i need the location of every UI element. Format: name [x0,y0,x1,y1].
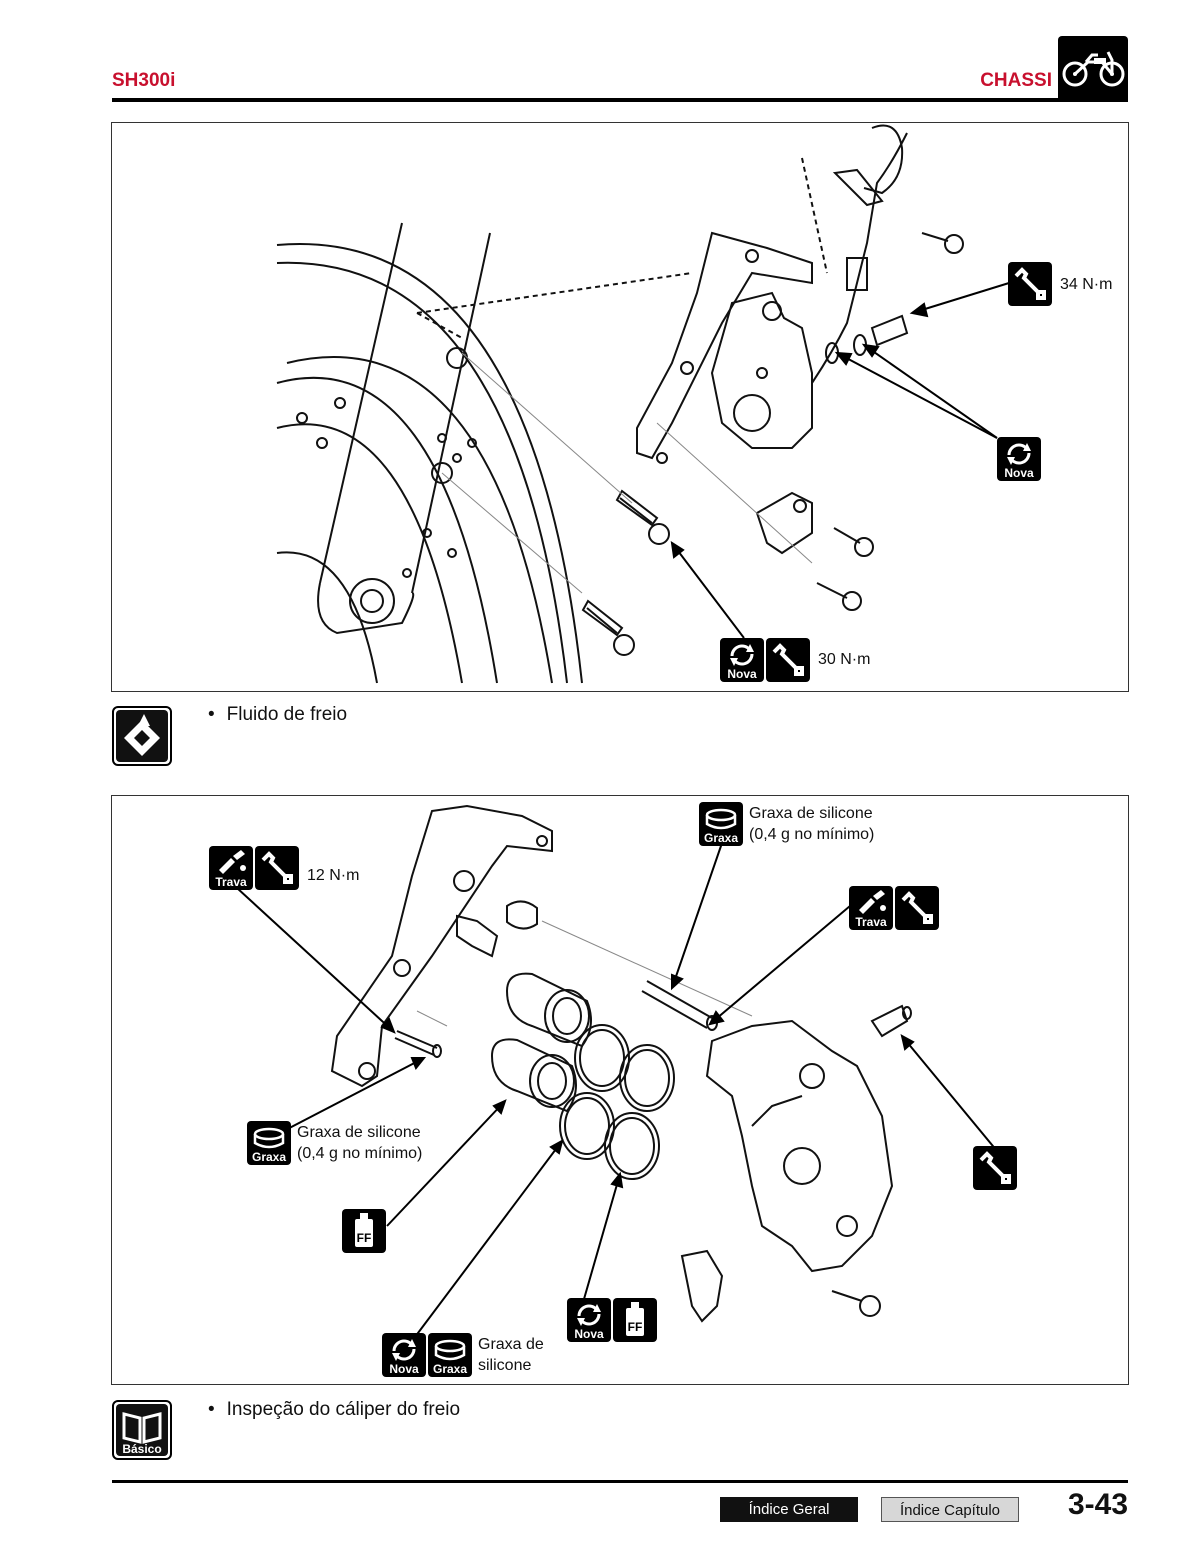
replace-new-part-icon: Nova [720,638,764,682]
replace-new-part-icon: Nova [567,1298,611,1342]
brake-fluid-note-text: Fluido de freio [226,704,348,725]
section-title: CHASSI [980,70,1052,91]
torque-value-mounting-bolts: 30 N·m [818,651,871,668]
brake-fluid-note: •Fluido de freio [208,704,348,725]
new-part-label: Nova [389,1362,419,1376]
grease-note-top-line1: Graxa de silicone [749,805,873,822]
replace-new-part-icon: Nova [997,437,1041,481]
grease-note-left-line2: (0,4 g no mínimo) [297,1145,423,1162]
grease-label: Graxa [703,831,739,845]
new-part-label: Nova [1004,466,1034,480]
caliper-inspection-note-text: Inspeção do cáliper do freio [226,1399,461,1420]
thread-lock-symbol-icon: Trava [849,886,893,930]
grease-label: Graxa [251,1150,287,1164]
replace-new-part-icon: Nova [382,1333,426,1377]
grease-note-top-line2: (0,4 g no mínimo) [749,826,875,843]
grease-note-bottom-line1: Graxa de [478,1336,544,1353]
manual-model-title: SH300i [112,70,176,91]
motorcycle-section-icon [1058,36,1128,102]
basic-label: Básico [122,1442,162,1456]
brake-caliper-removal-figure: 34 N·m Nova Nova 30 N·m [111,122,1129,692]
brake-fluid-symbol-icon [112,706,172,766]
grease-symbol-icon: Graxa [247,1121,291,1165]
torque-value-bleeder: 34 N·m [1060,276,1113,293]
thread-lock-symbol-icon: Trava [209,846,253,890]
new-part-label: Nova [727,667,757,681]
brake-caliper-disassembly-figure: Graxa Graxa de silicone (0,4 g no mínimo… [111,795,1129,1385]
torque-wrench-icon [895,886,939,930]
torque-value-bracket-pin: 12 N·m [307,867,360,884]
grease-label: Graxa [432,1362,468,1376]
general-index-button[interactable]: Índice Geral [720,1497,858,1522]
torque-wrench-icon [1008,262,1052,306]
torque-wrench-icon [766,638,810,682]
brake-fluid-label: FF [356,1231,372,1245]
caliper-installation-illustration [276,124,1010,684]
thread-lock-label: Trava [855,915,887,929]
header-rule [112,98,1128,102]
thread-lock-label: Trava [215,875,247,889]
chapter-index-button[interactable]: Índice Capítulo [881,1497,1019,1522]
basic-procedure-book-icon: Básico [112,1400,172,1460]
grease-symbol-icon: Graxa [699,802,743,846]
caliper-inspection-note: •Inspeção do cáliper do freio [208,1399,461,1420]
torque-wrench-icon [255,846,299,890]
new-part-label: Nova [574,1327,604,1341]
grease-note-bottom-line2: silicone [478,1357,532,1374]
grease-note-left-line1: Graxa de silicone [297,1124,421,1141]
caliper-exploded-illustration [236,804,998,1342]
page-number: 3-43 [1067,1488,1128,1521]
grease-symbol-icon: Graxa [428,1333,472,1377]
brake-fluid-label: FF [627,1320,643,1334]
brake-fluid-can-icon: FF [613,1298,657,1342]
brake-fluid-can-icon: FF [342,1209,386,1253]
footer-rule [112,1480,1128,1483]
torque-wrench-icon [973,1146,1017,1190]
